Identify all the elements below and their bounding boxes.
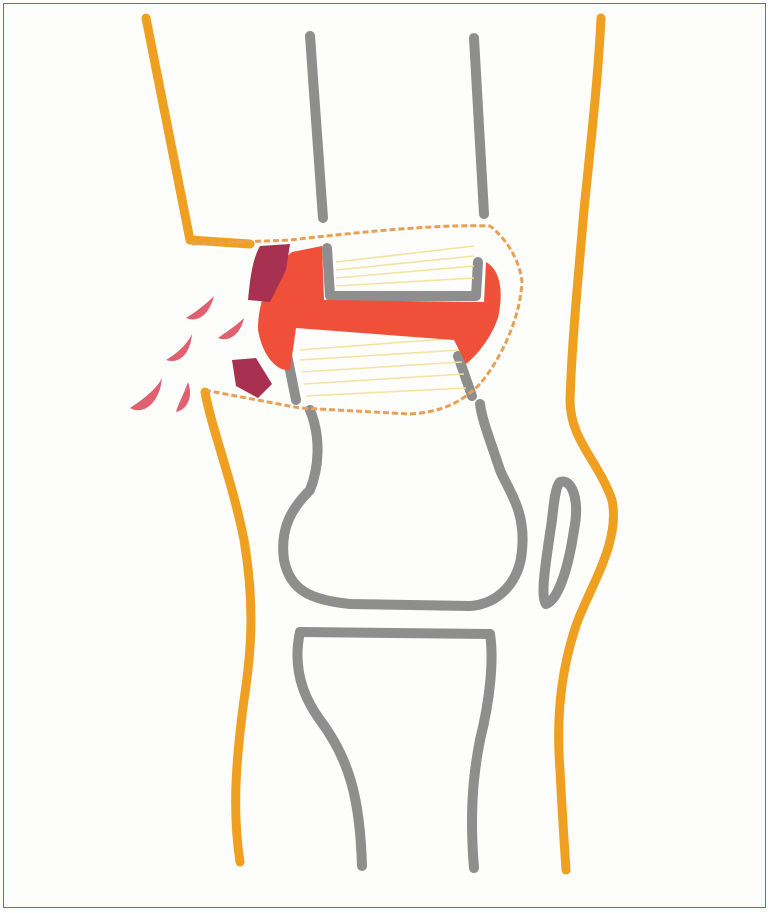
blood-drop-icon (176, 382, 190, 412)
femur-shaft-left (310, 36, 323, 218)
wound-red (258, 246, 501, 370)
bone-outlines (282, 36, 576, 868)
blood-drop-icon (218, 318, 244, 339)
blood-drop-icon (166, 334, 192, 361)
dark-tissue-lower (232, 358, 272, 398)
blood-drop-icon (186, 296, 214, 319)
skin-left-lower (205, 392, 251, 862)
tibia-left (297, 632, 362, 866)
femur-shaft-right (474, 38, 484, 214)
skin-left-upper (146, 18, 250, 244)
skin-right (559, 18, 614, 870)
tibia-plateau (300, 632, 490, 634)
patella (544, 482, 577, 604)
skin-outline (146, 18, 613, 870)
tibia-right (472, 634, 492, 868)
femur-condyle (283, 404, 522, 606)
blood-drop-icon (130, 378, 162, 410)
